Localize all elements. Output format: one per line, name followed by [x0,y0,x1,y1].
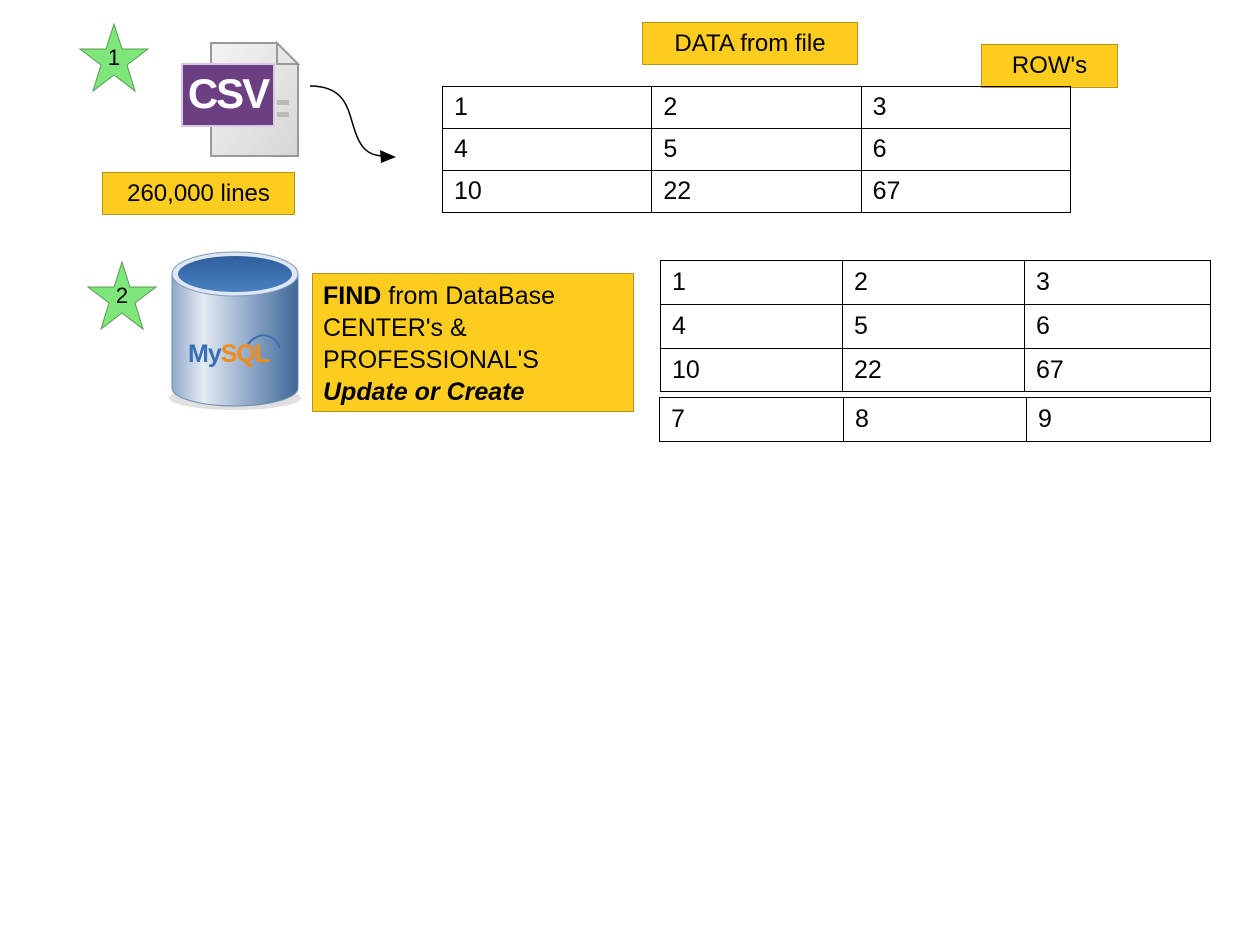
step-number: 2 [115,283,129,308]
find-database-label: FIND from DataBase CENTER's & PROFESSION… [312,273,634,412]
table-row: 10 22 67 [441,170,1072,213]
star-icon [78,22,150,93]
step-number: 1 [107,45,121,70]
table-cell: 4 [660,304,843,349]
table-cell: 22 [842,348,1025,392]
table-cell: 6 [1024,304,1211,349]
find-line-2: CENTER's & [323,314,467,342]
star-icon [86,260,158,331]
database-table: 1 2 3 4 5 6 10 22 67 [660,260,1211,392]
table-row: 4 5 6 [660,304,1211,349]
find-line-3: PROFESSIONAL'S [323,346,539,374]
table-cell: 10 [441,170,653,213]
table-row-new: 7 8 9 [659,397,1211,442]
mysql-logo-sql: SQL [220,340,270,368]
table-cell: 1 [441,86,653,129]
table-cell: 5 [842,304,1025,349]
find-bold-word: FIND [323,282,382,310]
table-row: 1 2 3 [441,86,1072,129]
table-row: 4 5 6 [441,128,1072,171]
find-line-1: FIND from DataBase [323,280,623,312]
star-step-2: 2 [86,260,158,332]
data-from-file-label: DATA from file [642,22,858,65]
table-cell: 9 [1026,397,1211,442]
table-cell: 2 [842,260,1025,305]
csv-file-label: CSV [187,70,270,117]
mysql-database-icon: MySQL [164,248,306,414]
mysql-logo-text: MySQL [188,340,270,369]
curved-arrow-icon [309,85,396,163]
table-cell: 8 [843,397,1027,442]
table-row: 1 2 3 [660,260,1211,305]
table-cell: 10 [660,348,843,392]
find-line-4: Update or Create [323,378,525,406]
new-row-table: 7 8 9 [659,397,1211,442]
csv-file-icon: CSV [180,40,302,160]
table-cell: 7 [659,397,844,442]
file-data-table: 1 2 3 4 5 6 10 22 67 [441,86,1072,213]
table-cell: 22 [651,170,862,213]
find-line-1-rest: from DataBase [381,282,556,310]
rows-label: ROW's [981,44,1118,88]
table-cell: 3 [860,86,1072,129]
table-cell: 2 [651,86,862,129]
mysql-logo-my: My [188,340,222,368]
star-step-1: 1 [78,22,150,94]
table-cell: 67 [860,170,1072,213]
table-cell: 4 [441,128,653,171]
table-row: 10 22 67 [660,348,1211,392]
table-cell: 6 [860,128,1072,171]
table-cell: 5 [651,128,862,171]
lines-count-label: 260,000 lines [102,172,295,215]
table-cell: 67 [1024,348,1211,392]
table-cell: 1 [660,260,843,305]
table-cell: 3 [1024,260,1211,305]
